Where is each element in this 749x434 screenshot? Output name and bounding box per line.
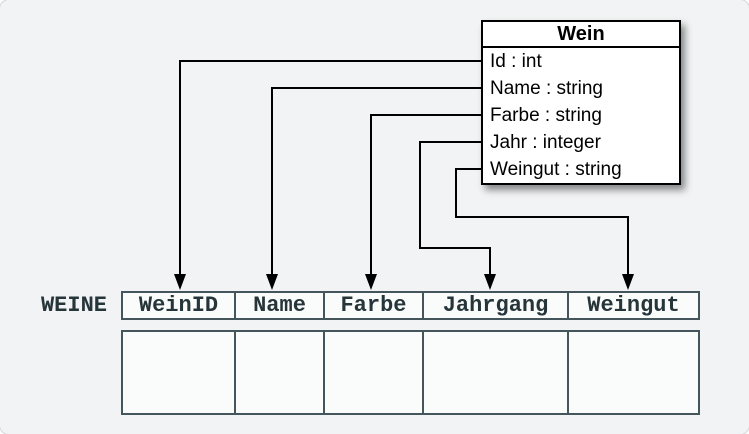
uml-class-box-wein: Wein Id : int Name : string Farbe : stri… xyxy=(481,20,681,185)
class-attribute-weingut: Weingut : string xyxy=(490,159,622,180)
connector-farbe-to-farbe xyxy=(365,114,482,290)
table-header-row: WeinID Name Farbe Jahrgang Weingut xyxy=(121,291,700,320)
table-cell-weinid xyxy=(123,332,234,413)
table-empty-row xyxy=(121,330,700,415)
column-header-name: Name xyxy=(234,293,323,318)
connector-name-to-name xyxy=(266,87,482,290)
connector-line xyxy=(419,141,491,276)
class-attribute-jahr: Jahr : integer xyxy=(490,132,601,153)
column-header-weinid: WeinID xyxy=(138,293,219,318)
connector-jahr-to-jahrgang xyxy=(419,141,496,290)
table-cell-jahrgang xyxy=(422,332,567,413)
column-header-jahrgang: Jahrgang xyxy=(422,293,567,318)
table-cell-weingut xyxy=(567,332,698,413)
connector-line xyxy=(179,60,482,276)
column-header-farbe: Farbe xyxy=(323,293,422,318)
arrow-head-icon xyxy=(622,274,634,290)
arrow-head-icon xyxy=(174,274,186,290)
class-attribute-farbe: Farbe : string xyxy=(490,105,602,126)
table-cell-name xyxy=(234,332,323,413)
connector-line xyxy=(271,87,482,276)
connector-line xyxy=(455,168,629,276)
arrow-head-icon xyxy=(266,274,278,290)
column-header-weingut: Weingut xyxy=(567,293,698,318)
class-title: Wein xyxy=(483,22,679,48)
class-attribute-name: Name : string xyxy=(490,78,603,99)
table-name-label: WEINE xyxy=(40,293,107,318)
arrow-head-icon xyxy=(365,274,377,290)
class-attribute-id: Id : int xyxy=(490,51,542,72)
connector-weingut-to-weingut xyxy=(455,168,634,290)
table-cell-farbe xyxy=(323,332,422,413)
connector-id-to-weinid xyxy=(174,60,482,290)
arrow-head-icon xyxy=(484,274,496,290)
connector-line xyxy=(370,114,482,276)
